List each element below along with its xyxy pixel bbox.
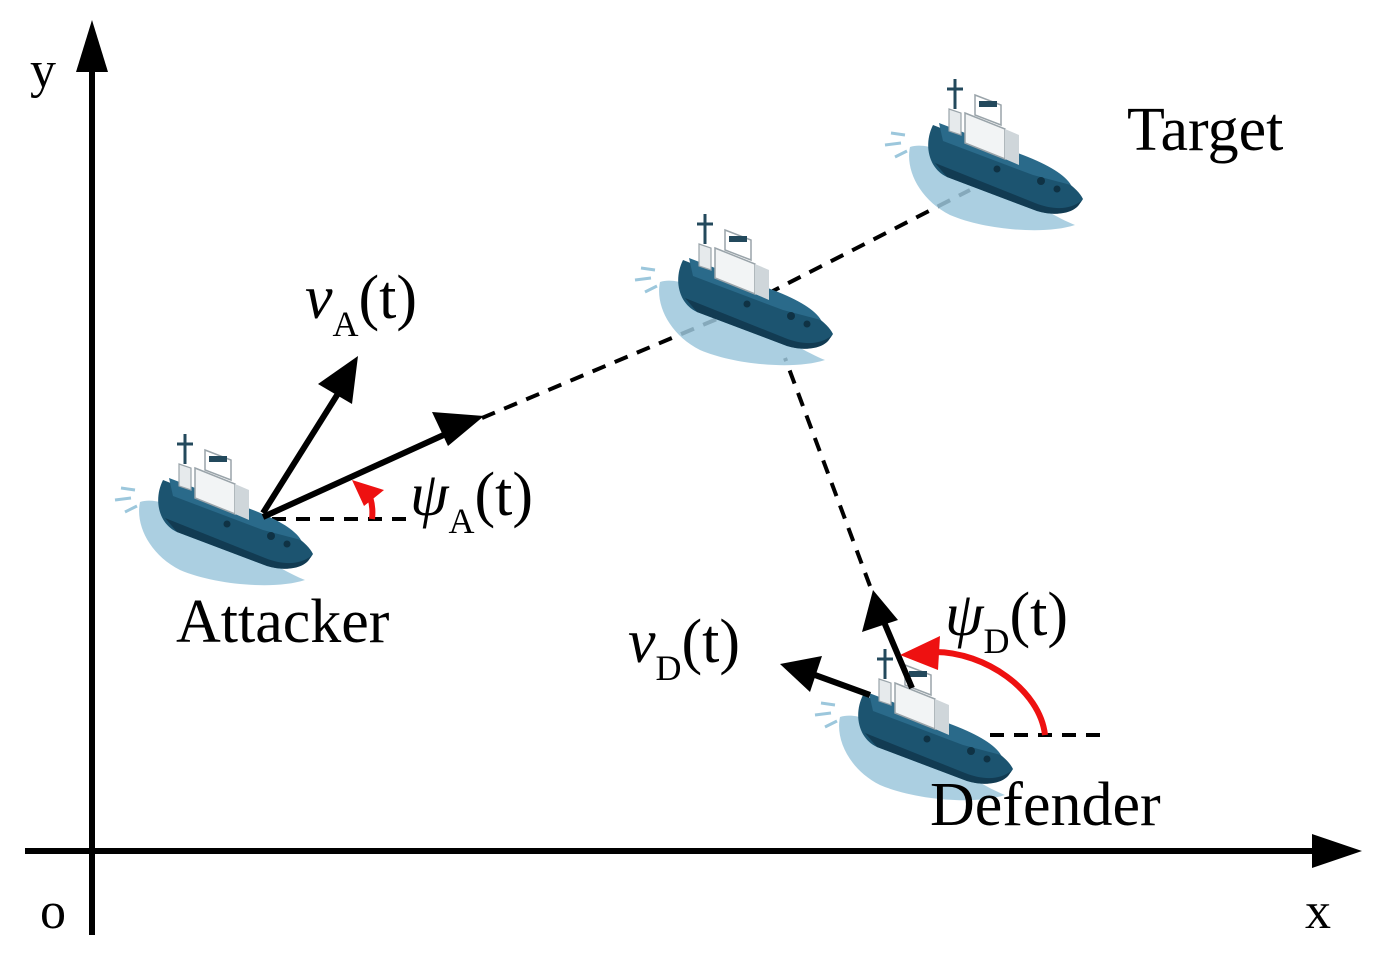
attacker-heading-symbol: ψ (410, 461, 450, 529)
attacker-velocity-arrowhead (318, 356, 358, 404)
defender-vectors (780, 590, 1048, 736)
defender-velocity-arrowhead (780, 656, 822, 692)
attacker-los-vector (261, 430, 450, 520)
defender-heading-vector (881, 620, 915, 690)
attacker-heading-label: ψA(t) (410, 461, 533, 541)
target-label: Target (1127, 96, 1283, 164)
defender-heading-symbol: ψ (945, 581, 985, 649)
attacker-heading-arg: (t) (475, 461, 534, 529)
defender-heading-subscript: D (984, 621, 1010, 661)
defender-label: Defender (930, 771, 1161, 839)
x-axis-arrowhead (1312, 834, 1362, 868)
defender-heading-angle-arc (934, 649, 1048, 736)
attacker-heading-subscript: A (449, 501, 475, 541)
defender-velocity-subscript: D (656, 648, 682, 688)
axes: y x o (25, 20, 1362, 940)
defender-velocity-vector (813, 672, 872, 698)
attacker-velocity-symbol: v (305, 264, 333, 332)
attacker-label: Attacker (176, 588, 390, 656)
defender-heading-arg: (t) (1010, 581, 1069, 649)
attacker-velocity-vector (260, 390, 342, 515)
target-ship (883, 77, 1085, 232)
attacker-velocity-label: vA(t) (305, 264, 417, 344)
x-axis-label: x (1305, 883, 1331, 940)
defender-angle-arrowhead (900, 636, 940, 670)
attacker-vectors (260, 356, 484, 520)
origin-label: o (40, 883, 66, 940)
attacker-velocity-subscript: A (333, 304, 359, 344)
attacker-los-arrowhead (432, 412, 484, 446)
defender-velocity-label: vD(t) (628, 608, 740, 688)
defender-velocity-arg: (t) (682, 608, 741, 676)
attacker-velocity-arg: (t) (359, 264, 418, 332)
defender-to-intercept-line (783, 357, 872, 587)
defender-heading-arrowhead (862, 590, 898, 632)
attacker-angle-arrowhead (352, 480, 384, 506)
y-axis-arrowhead (76, 20, 108, 72)
y-axis-label: y (30, 42, 56, 99)
defender-velocity-symbol: v (628, 608, 656, 676)
defender-heading-label: ψD(t) (945, 581, 1068, 661)
